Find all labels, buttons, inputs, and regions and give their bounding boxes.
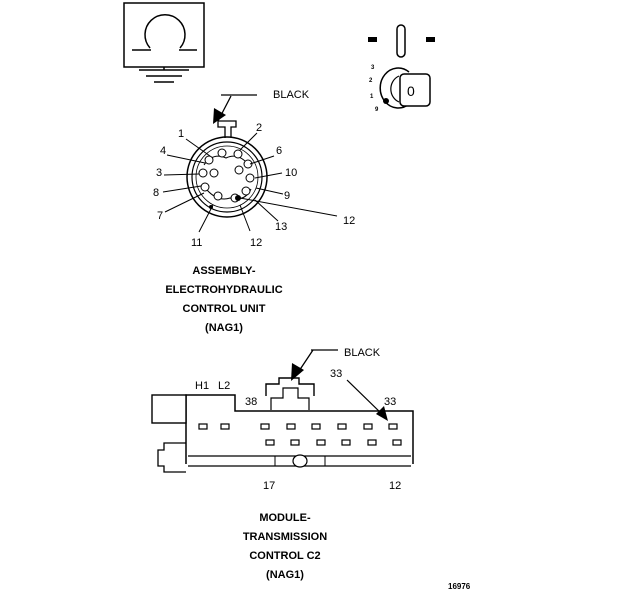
rect-connector: BLACK H1 L2 38 33 33 17 12 [151,347,414,492]
pin-label-6: 6 [276,145,282,157]
title-line: ASSEMBLY- [192,265,256,277]
pin-label-3: 3 [156,167,162,179]
title-line: TRANSMISSION [242,531,328,543]
pin-label-11: 11 [191,237,202,249]
pin-label-9: 9 [284,190,290,202]
figure-number: 16976 [448,582,471,591]
label-12: 12 [389,480,401,492]
title-line: CONTROL UNIT [182,303,266,315]
title-line: CONTROL C2 [249,550,321,562]
pin-label-12-bottom: 12 [250,237,262,249]
rect-connector-title: MODULE- TRANSMISSION CONTROL C2 (NAG1) [185,509,385,585]
black-label-top: BLACK [273,89,310,101]
title-line: ELECTROHYDRAULIC [165,284,283,296]
pin-label-7: 7 [157,210,163,222]
pin-label-8: 8 [153,187,159,199]
label-33: 33 [384,396,396,408]
key-label-1: 1 [370,94,374,100]
pin-label-4: 4 [160,145,166,157]
pin-label-13: 13 [275,221,287,233]
omega-ground-icon [123,2,205,83]
key-inset: 3 2 1 9 0 [368,24,435,113]
key-tab-text: 0 [407,83,415,99]
black-label-bottom: BLACK [344,347,381,359]
label-33-arrow: 33 [330,368,342,380]
label-17: 17 [263,480,275,492]
key-label-3: 3 [371,65,375,71]
title-line: (NAG1) [266,569,304,581]
label-l2: L2 [218,380,230,392]
label-h1: H1 [195,380,209,392]
pin-label-10: 10 [285,167,297,179]
label-38: 38 [245,396,257,408]
round-connector-title: ASSEMBLY- ELECTROHYDRAULIC CONTROL UNIT … [124,262,324,338]
title-line: (NAG1) [205,322,243,334]
pin-label-2: 2 [256,122,262,134]
title-line: MODULE- [259,512,311,524]
pin-label-1: 1 [178,128,184,140]
key-label-9: 9 [375,107,379,113]
pin-label-12-right: 12 [343,215,355,227]
key-label-2: 2 [369,78,373,84]
round-connector: BLACK [153,89,355,249]
